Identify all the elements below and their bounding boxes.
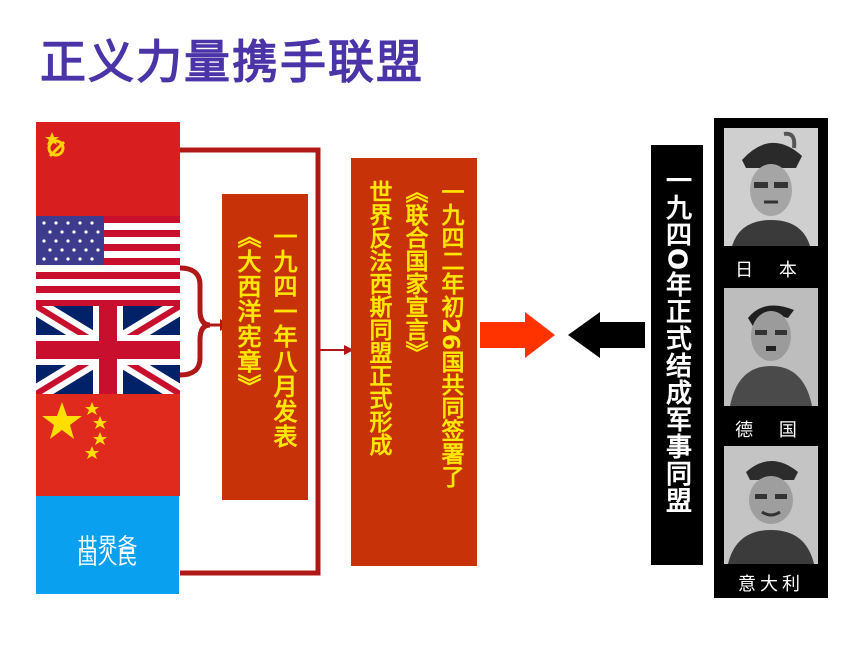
- japan-leader-portrait: [724, 128, 818, 246]
- us-flag-graphic: [36, 216, 180, 306]
- people-line-1: 世界各: [77, 533, 138, 557]
- un-declaration-box: 一九四二年初26国共同签署了 《联合国家宣言》 世界反法西斯同盟正式形成: [351, 158, 477, 566]
- portrait-germany-icon: [724, 288, 818, 406]
- germany-leader-portrait: [724, 288, 818, 406]
- portrait-japan-icon: [724, 128, 818, 246]
- atlantic-col-1: 一九四一年八月发表: [269, 224, 297, 449]
- portrait-italy-icon: [724, 446, 818, 564]
- hammer-sickle-icon: [45, 132, 66, 158]
- axis-leaders-panel: 日 本 德 国 意大利: [714, 118, 828, 598]
- axis-alliance-text: 一九四O年正式结成军事同盟: [661, 167, 692, 515]
- un-col-2: 《联合国家宣言》: [401, 180, 427, 364]
- five-stars-icon: [42, 402, 107, 459]
- caption-japan: 日 本: [735, 260, 807, 281]
- us-flag: [36, 216, 180, 306]
- china-flag: [36, 394, 180, 496]
- caption-germany: 德 国: [735, 420, 807, 441]
- world-people-box: 世界各: [36, 496, 179, 594]
- soviet-flag: [36, 122, 180, 216]
- italy-leader-portrait: [724, 446, 818, 564]
- atlantic-charter-box: 一九四一年八月发表 《大西洋宪章》: [222, 194, 308, 500]
- atlantic-col-2: 《大西洋宪章》: [233, 224, 261, 399]
- un-col-3: 世界反法西斯同盟正式形成: [365, 180, 391, 456]
- axis-alliance-box: 一九四O年正式结成军事同盟: [651, 145, 703, 565]
- page-title: 正义力量携手联盟: [40, 35, 424, 89]
- uk-flag-graphic: [36, 306, 180, 394]
- un-col-1: 一九四二年初26国共同签署了: [437, 180, 463, 489]
- caption-italy: 意大利: [738, 574, 804, 595]
- uk-flag: [36, 306, 180, 394]
- people-line-2: 国人民: [77, 545, 138, 569]
